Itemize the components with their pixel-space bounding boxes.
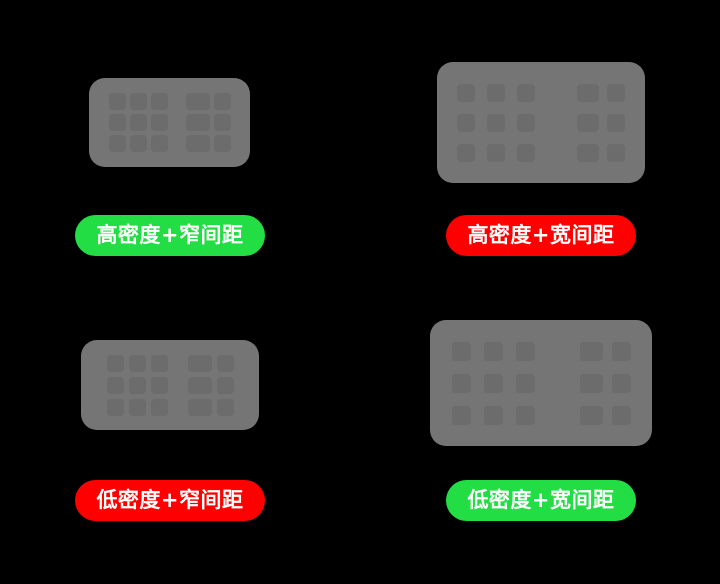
panel-grid-cell (579, 373, 599, 393)
panel-grid-top-right (437, 62, 645, 183)
panel-grid-cell (579, 341, 599, 361)
panel-grid-cell (108, 114, 126, 131)
panel-grid-top-left (89, 78, 250, 167)
panel-grid-cell (607, 113, 625, 132)
panel-grid-cell (515, 373, 535, 393)
panel-grid-cell (106, 398, 124, 416)
panel-grid-cell (150, 114, 168, 131)
panel-grid-cell (611, 341, 631, 361)
panel-grid-cell (150, 354, 168, 372)
status-label-top-left: 高密度+窄间距 (75, 215, 265, 256)
panel-grid-cell (607, 143, 625, 162)
panel-grid-cell (213, 135, 231, 152)
panel-grid-cell (129, 114, 147, 131)
panel-grid-cell (611, 405, 631, 425)
panel-grid-cell (457, 83, 475, 102)
status-label-bottom-right: 低密度+宽间距 (446, 480, 636, 521)
panel-grid-cell (515, 341, 535, 361)
panel-grid-cell (517, 143, 535, 162)
panel-grid-cell (451, 373, 471, 393)
panel-grid-cell (106, 354, 124, 372)
panel-grid-cell (457, 143, 475, 162)
panel-grid-cell (213, 114, 231, 131)
device-panel-bottom-right (430, 320, 652, 446)
panel-grid-cell (487, 113, 505, 132)
panel-grid-cell (579, 405, 599, 425)
panel-grid-cell (451, 341, 471, 361)
panel-grid-cell (451, 405, 471, 425)
panel-grid-bottom-right (430, 320, 652, 446)
panel-grid-cell (577, 83, 595, 102)
panel-grid-cell (128, 354, 146, 372)
panel-grid-cell (216, 354, 234, 372)
quadrant-bottom-left: 低密度+窄间距 (75, 340, 265, 521)
panel-grid-cell (128, 398, 146, 416)
panel-grid-cell (607, 83, 625, 102)
panel-grid-cell (487, 143, 505, 162)
panel-grid-cell (192, 114, 210, 131)
panel-grid-cell (129, 93, 147, 110)
panel-grid-cell (216, 398, 234, 416)
panel-grid-cell (128, 376, 146, 394)
panel-grid-cell (517, 113, 535, 132)
panel-grid-cell (108, 135, 126, 152)
panel-grid-cell (192, 93, 210, 110)
panel-grid-cell (194, 398, 212, 416)
panel-grid-cell (150, 398, 168, 416)
device-panel-top-right (437, 62, 645, 183)
panel-grid-cell (577, 143, 595, 162)
panel-grid-cell (483, 341, 503, 361)
panel-grid-cell (108, 93, 126, 110)
panel-grid-cell (194, 376, 212, 394)
panel-grid-cell (192, 135, 210, 152)
panel-grid-cell (483, 405, 503, 425)
panel-grid-cell (150, 376, 168, 394)
panel-grid-cell (216, 376, 234, 394)
quadrant-top-right: 高密度+宽间距 (437, 62, 645, 256)
status-label-top-right: 高密度+宽间距 (446, 215, 636, 256)
panel-grid-cell (150, 93, 168, 110)
panel-grid-cell (194, 354, 212, 372)
panel-grid-cell (483, 373, 503, 393)
status-label-bottom-left: 低密度+窄间距 (75, 480, 265, 521)
panel-grid-cell (106, 376, 124, 394)
panel-grid-cell (611, 373, 631, 393)
quadrant-top-left: 高密度+窄间距 (75, 78, 265, 256)
panel-grid-bottom-left (81, 340, 259, 430)
panel-grid-cell (457, 113, 475, 132)
panel-grid-cell (213, 93, 231, 110)
quadrant-bottom-right: 低密度+宽间距 (430, 320, 652, 521)
panel-grid-cell (515, 405, 535, 425)
device-panel-bottom-left (81, 340, 259, 430)
device-panel-top-left (89, 78, 250, 167)
panel-grid-cell (517, 83, 535, 102)
panel-grid-cell (487, 83, 505, 102)
panel-grid-cell (129, 135, 147, 152)
panel-grid-cell (577, 113, 595, 132)
panel-grid-cell (150, 135, 168, 152)
